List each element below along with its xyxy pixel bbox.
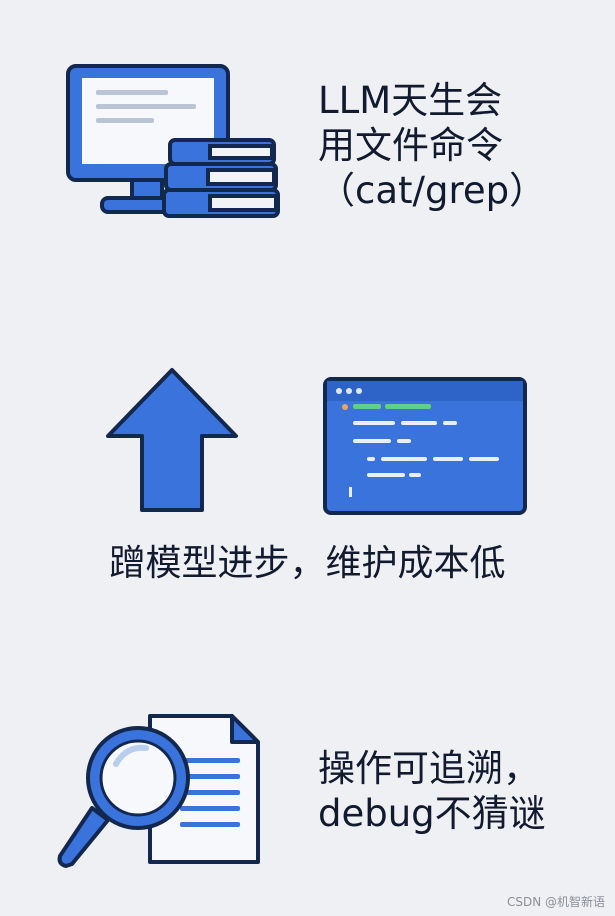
up-arrow-icon [104,366,240,514]
block-2-text: 蹭模型进步，维护成本低 [0,541,615,587]
block-3-line-1: 操作可追溯， [318,747,540,790]
terminal-window-icon [323,377,527,515]
block-2-line-1: 蹭模型进步，维护成本低 [109,543,506,584]
block-1-line-1: LLM天生会 [318,79,503,122]
watermark: CSDN @机智新语 [506,895,605,909]
block-3-line-2: debug不猜谜 [318,792,546,835]
block-3-text: 操作可追溯， debug不猜谜 [318,746,608,836]
magnifier-document-icon [52,710,267,875]
block-1-line-2: 用文件命令 [318,124,503,167]
block-1-line-3: （cat/grep） [318,169,547,212]
computer-with-books-icon [62,60,282,220]
block-1-text: LLM天生会 用文件命令 （cat/grep） [318,78,603,213]
